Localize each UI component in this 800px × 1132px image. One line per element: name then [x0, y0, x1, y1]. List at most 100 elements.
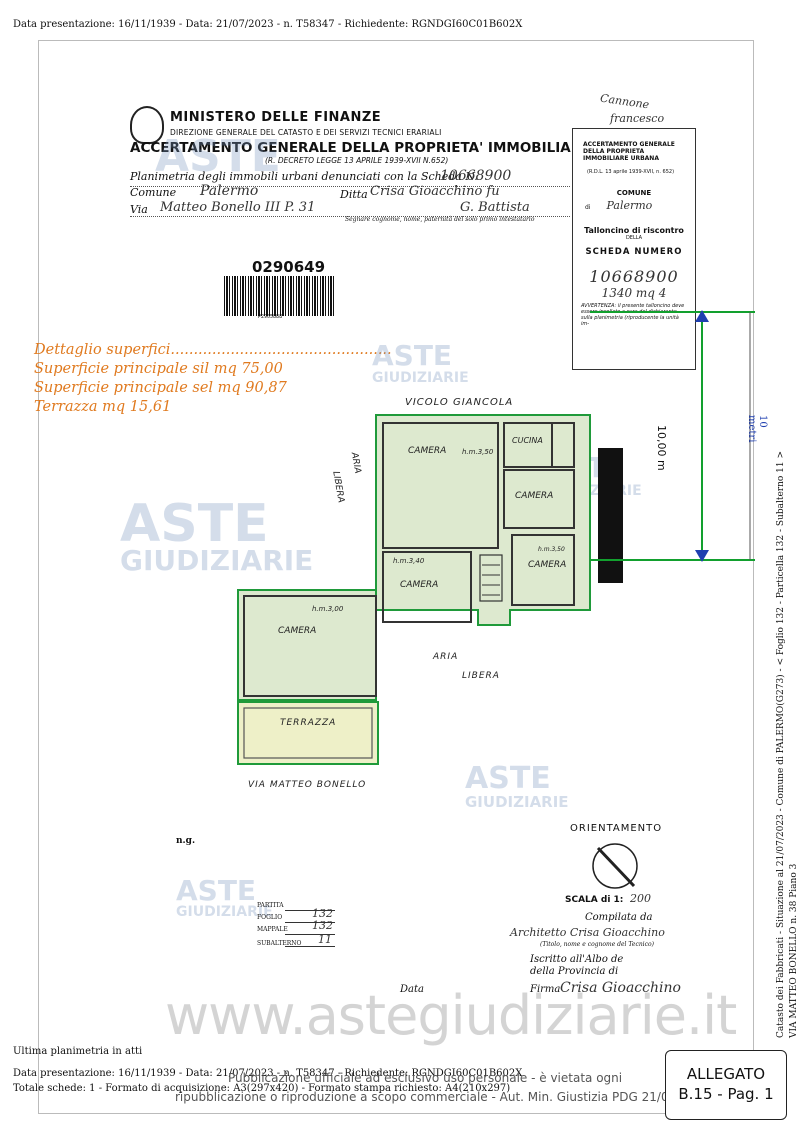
scale-label: 10,00 m	[655, 425, 668, 471]
adjacent-block	[598, 448, 623, 583]
table-rule-4	[285, 946, 335, 947]
talloncino-di-label: di	[585, 203, 591, 211]
scheda-handwritten: 10668900	[440, 168, 512, 184]
ultima-planimetria: Ultima planimetria in atti	[13, 1046, 143, 1057]
allegato-box: ALLEGATO B.15 - Pag. 1	[665, 1050, 787, 1120]
talloncino-box: ACCERTAMENTO GENERALE DELLA PROPRIETA IM…	[572, 128, 696, 370]
barcode-number: 0290649	[252, 258, 326, 276]
side-address-text: VIA MATTEO BONELLO n. 38 Piano 3	[789, 863, 799, 1038]
ditta-label: Ditta	[340, 188, 368, 201]
talloncino-della: DELLA	[625, 234, 643, 241]
surface-sil: Superficie principale sil mq 75,00	[34, 361, 283, 377]
camera-left-label: CAMERA	[278, 626, 317, 636]
form-decree: (R. DECRETO LEGGE 13 APRILE 1939-XVII N.…	[265, 156, 449, 165]
planimetria-label: Planimetria degli immobili urbani denunc…	[130, 170, 478, 183]
camera-a-height: h.m.3,50	[538, 546, 565, 553]
small-mark: n.g.	[176, 836, 196, 846]
scala-handwritten: 200	[630, 892, 651, 905]
scale-arrow-bottom	[695, 550, 709, 562]
mappale-label: MAPPALE	[257, 926, 288, 933]
footer-line-1: Data presentazione: 16/11/1939 - Data: 2…	[13, 1068, 523, 1079]
notice-line-2: ripubblicazione o riproduzione a scopo c…	[175, 1090, 696, 1104]
talloncino-scheda-label: SCHEDA NUMERO	[585, 246, 683, 257]
camera-mid-label: CAMERA	[400, 580, 439, 590]
watermark-giud-6: GIUDIZIARIE	[176, 904, 273, 920]
surface-sel: Superficie principale sel mq 90,87	[34, 380, 287, 396]
compilata-label: Compilata da	[585, 912, 653, 923]
via-label: Via	[130, 203, 148, 216]
left-room-outline	[243, 595, 377, 697]
watermark-giud-5: GIUDIZIARIE	[465, 793, 569, 811]
coat-of-arms-icon	[130, 106, 164, 144]
surface-terrace: Terrazza mq 15,61	[34, 399, 172, 415]
provincia-label: della Provincia di	[530, 966, 619, 977]
watermark-aste-2: ASTE	[372, 339, 453, 372]
ministry-direction: DIREZIONE GENERALE DEL CATASTO E DEI SER…	[170, 128, 442, 137]
subalterno-label: SUBALTERNO	[257, 940, 302, 947]
barcode-icon	[224, 276, 336, 316]
comune-label: Comune	[130, 186, 177, 199]
street-bottom-label: VIA MATTEO BONELLO	[248, 780, 367, 790]
table-rule-1	[285, 910, 335, 911]
big-room-outline	[382, 422, 499, 549]
street-top-label: VICOLO GIANCOLA	[405, 397, 514, 408]
camera-small-label: CAMERA	[515, 491, 554, 501]
watermark-url: www.astegiudiziarie.it	[165, 984, 737, 1047]
talloncino-label: Talloncino di riscontro	[584, 225, 684, 235]
watermark-giud-3: GIUDIZIARIE	[120, 544, 314, 577]
notice-line-1: Pubblicazione ufficiale ad esclusivo uso…	[228, 1071, 623, 1085]
firma-label: Firma	[530, 984, 561, 995]
terrace-area	[237, 701, 379, 765]
ditta-handwritten-2: G. Battista	[460, 200, 530, 215]
signature-note: Segnare cognome, nome, paternità del sol…	[345, 216, 535, 223]
table-rule-2	[285, 922, 335, 923]
plan-footprint	[237, 414, 591, 701]
watermark-aste-6: ASTE	[176, 874, 257, 907]
barcode-small-label: P2905888	[258, 314, 283, 320]
form-title: ACCERTAMENTO GENERALE DELLA PROPRIETA' I…	[130, 140, 659, 156]
plan-shapes	[237, 310, 755, 889]
ministry-title: MINISTERO DELLE FINANZE	[170, 110, 382, 125]
talloncino-decree: (R.D.L. 13 aprile 1939-XVII, n. 652)	[587, 168, 675, 175]
page-frame	[38, 40, 754, 1114]
form-rule	[130, 186, 570, 187]
stair-outline	[479, 554, 503, 602]
via-handwritten: Matteo Bonello III P. 31	[160, 200, 316, 215]
camera-big-height: h.m.3,50	[462, 448, 494, 456]
camera-left-height: h.m.3,00	[312, 605, 344, 613]
compass-needle	[596, 846, 636, 888]
data-label: Data	[400, 984, 424, 995]
orientamento-label: ORIENTAMENTO	[570, 823, 663, 834]
camera-mid-height: h.m.3,40	[393, 557, 425, 565]
surfaces-detail-title: Dettaglio superfici.....................…	[34, 342, 392, 358]
scala-label: SCALA di 1:	[565, 895, 624, 905]
terrace-label: TERRAZZA	[280, 718, 337, 728]
mappale-value: 132	[312, 919, 333, 932]
iscritto-label: Iscritto all'Albo de	[530, 954, 624, 965]
watermark-aste-3: ASTE	[120, 494, 269, 554]
side-cadastral-text: Catasto dei Fabbricati - Situazione al 2…	[776, 450, 786, 1038]
camera-big-label: CAMERA	[408, 446, 447, 456]
mid-room-outline	[382, 551, 472, 623]
talloncino-comune-label: COMUNE	[616, 188, 652, 197]
allegato-title: ALLEGATO	[686, 1065, 766, 1083]
wc-outline	[551, 422, 575, 468]
meters-label: 10 metri	[746, 415, 768, 443]
top-header-line: Data presentazione: 16/11/1939 - Data: 2…	[13, 19, 523, 30]
comune-handwritten: Palermo	[200, 183, 259, 199]
kitchen-label: CUCINA	[512, 436, 543, 445]
small-room-outline	[503, 469, 575, 529]
talloncino-title: ACCERTAMENTO GENERALE DELLA PROPRIETA IM…	[583, 141, 675, 163]
compass-circle	[592, 843, 638, 889]
talloncino-scheda-sub: 1340 mq 4	[601, 285, 667, 300]
table-rule-3	[285, 934, 335, 935]
watermark-aste-5: ASTE	[465, 761, 551, 796]
libera-bottom-label: LIBERA	[462, 671, 500, 681]
subalterno-value: 11	[318, 933, 332, 946]
talloncino-comune-hand: Palermo	[606, 198, 653, 212]
allegato-page: B.15 - Pag. 1	[678, 1085, 774, 1103]
footer-line-2: Totale schede: 1 - Formato di acquisizio…	[13, 1083, 511, 1094]
scale-arrow-top	[695, 310, 709, 322]
form-rule-2	[130, 216, 570, 217]
